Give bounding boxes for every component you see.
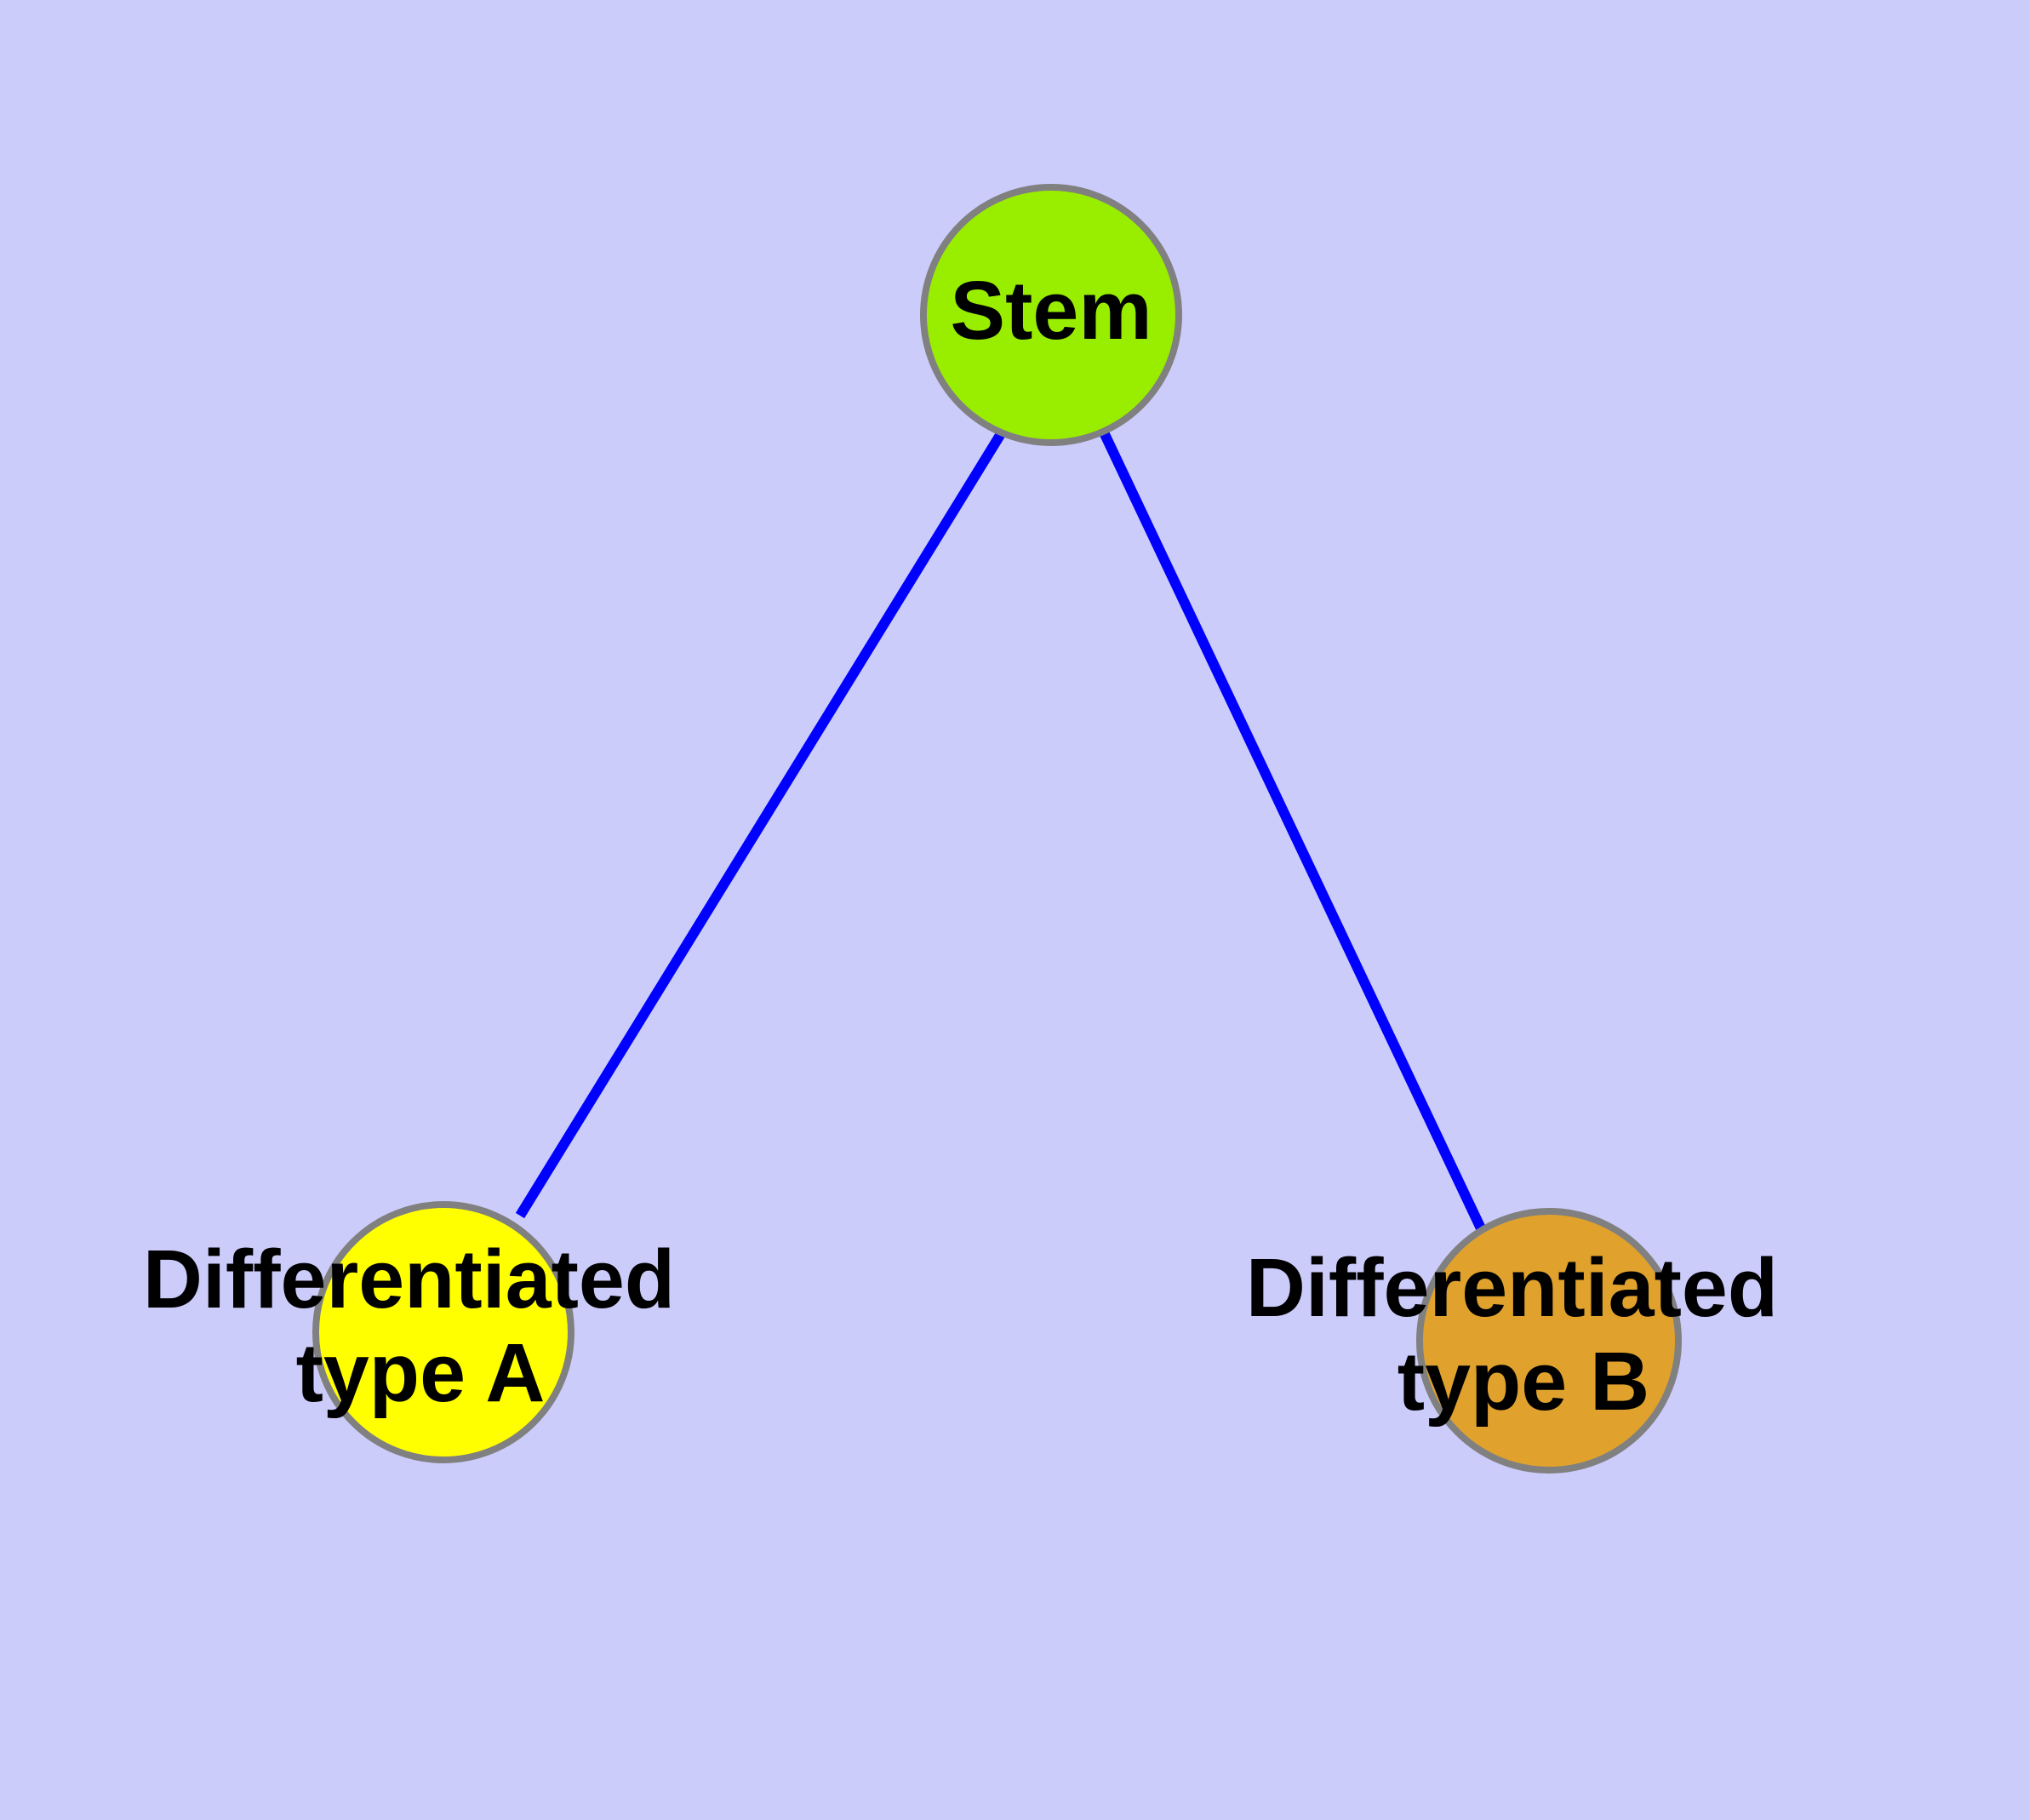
node-label-differentiated-type-b-line-1: Differentiated [1246,1241,1778,1334]
node-label-differentiated-type-b-line-2: type B [1397,1335,1649,1428]
edge-stem-to-differentiated-type-a[interactable] [515,429,1007,1219]
node-group [312,184,1682,1474]
node-label-stem: Stem [950,264,1152,357]
edge-group [515,429,1486,1231]
edge-stem-to-differentiated-type-b[interactable] [1099,430,1486,1231]
node-label-differentiated-type-a-line-2: type A [296,1326,546,1419]
node-label-stem-line-1: Stem [950,264,1152,357]
node-label-differentiated-type-b: Differentiated type B [1246,1241,1801,1428]
node-differentiated-type-b[interactable] [1416,1208,1682,1474]
node-differentiated-type-a[interactable] [312,1201,574,1463]
node-stem[interactable] [920,184,1182,446]
node-label-differentiated-type-a-line-1: Differentiated [143,1233,675,1325]
label-group: Stem Differentiated type A Differentiate… [143,264,1801,1428]
node-label-differentiated-type-a: Differentiated type A [143,1233,698,1419]
